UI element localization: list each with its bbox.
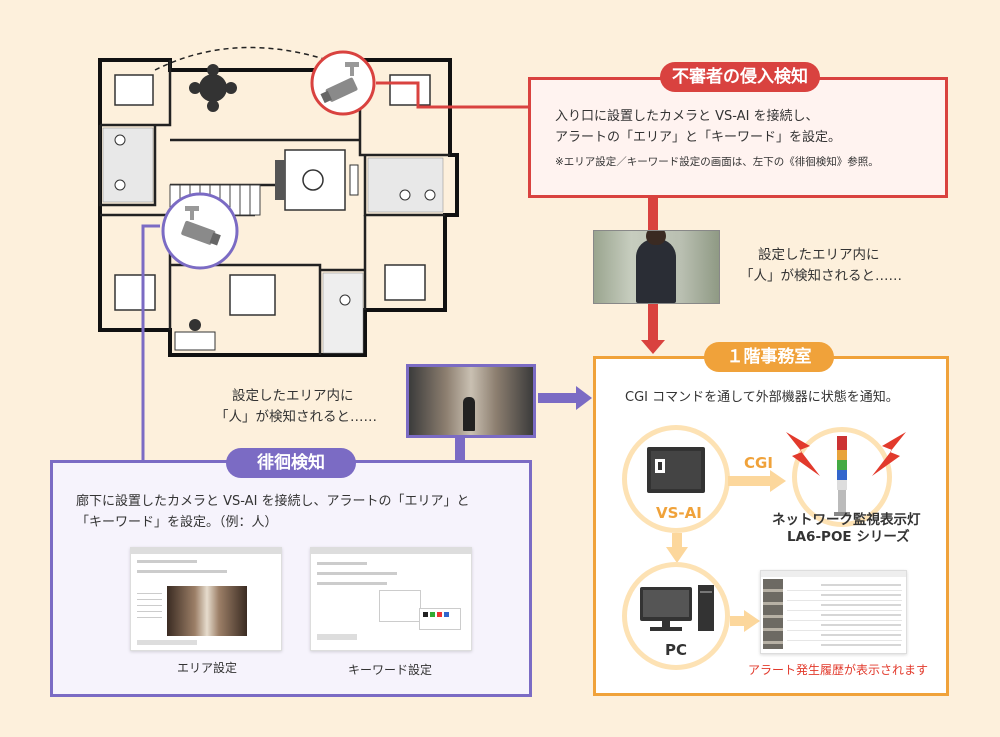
loitering-title: 徘徊検知 [226, 448, 356, 478]
pc-icon [640, 585, 714, 631]
corridor-camera-photo [406, 364, 536, 438]
keyword-setting-label: キーワード設定 [348, 663, 433, 677]
vsai-device-icon [647, 447, 705, 493]
detect-left-line2: 「人」が検知されると…… [215, 409, 377, 425]
cgi-label: CGI [744, 454, 773, 472]
lamp-label2: LA6-POE シリーズ [787, 529, 910, 545]
alert-history-screen [760, 570, 907, 654]
pc-arrow [666, 533, 688, 563]
detect-left-line1: 設定したエリア内に [232, 388, 354, 404]
alert-lightning-icon [786, 432, 820, 476]
alert-history-label: アラート発生履歴が表示されます [748, 663, 929, 677]
detect-right-line1: 設定したエリア内に [758, 247, 880, 263]
loitering-line1: 廊下に設置したカメラと VS-AI を接続し、アラートの「エリア」と [76, 494, 470, 509]
office-title: １階事務室 [704, 342, 834, 372]
corridor-camera-icon [161, 192, 239, 270]
intrusion-line1: 入り口に設置したカメラと VS-AI を接続し、 [555, 109, 819, 124]
keyword-setting-screen [310, 547, 472, 651]
loitering-line2: 「キーワード」を設定。（例：人） [76, 515, 278, 530]
area-setting-label: エリア設定 [177, 661, 238, 675]
history-arrow [730, 610, 760, 632]
area-setting-screen [130, 547, 282, 651]
vsai-label: VS-AI [656, 504, 702, 522]
intrusion-note: ※エリア設定／キーワード設定の画面は、左下の《徘徊検知》参照。 [555, 156, 879, 168]
lamp-label1: ネットワーク監視表示灯 [772, 512, 921, 528]
intrusion-title: 不審者の侵入検知 [660, 62, 820, 92]
alert-lightning-icon-right [872, 432, 906, 476]
intrusion-line2: アラートの「エリア」と「キーワード」を設定。 [555, 130, 842, 145]
pc-label: PC [665, 641, 688, 659]
signal-tower-icon [834, 436, 850, 516]
cgi-arrow [728, 470, 786, 492]
entrance-camera-photo [593, 230, 720, 304]
office-desc: CGI コマンドを通して外部機器に状態を通知。 [625, 390, 899, 405]
entrance-camera-icon [310, 50, 376, 116]
intrusion-panel [528, 77, 948, 198]
detect-right-line2: 「人」が検知されると…… [740, 268, 902, 284]
